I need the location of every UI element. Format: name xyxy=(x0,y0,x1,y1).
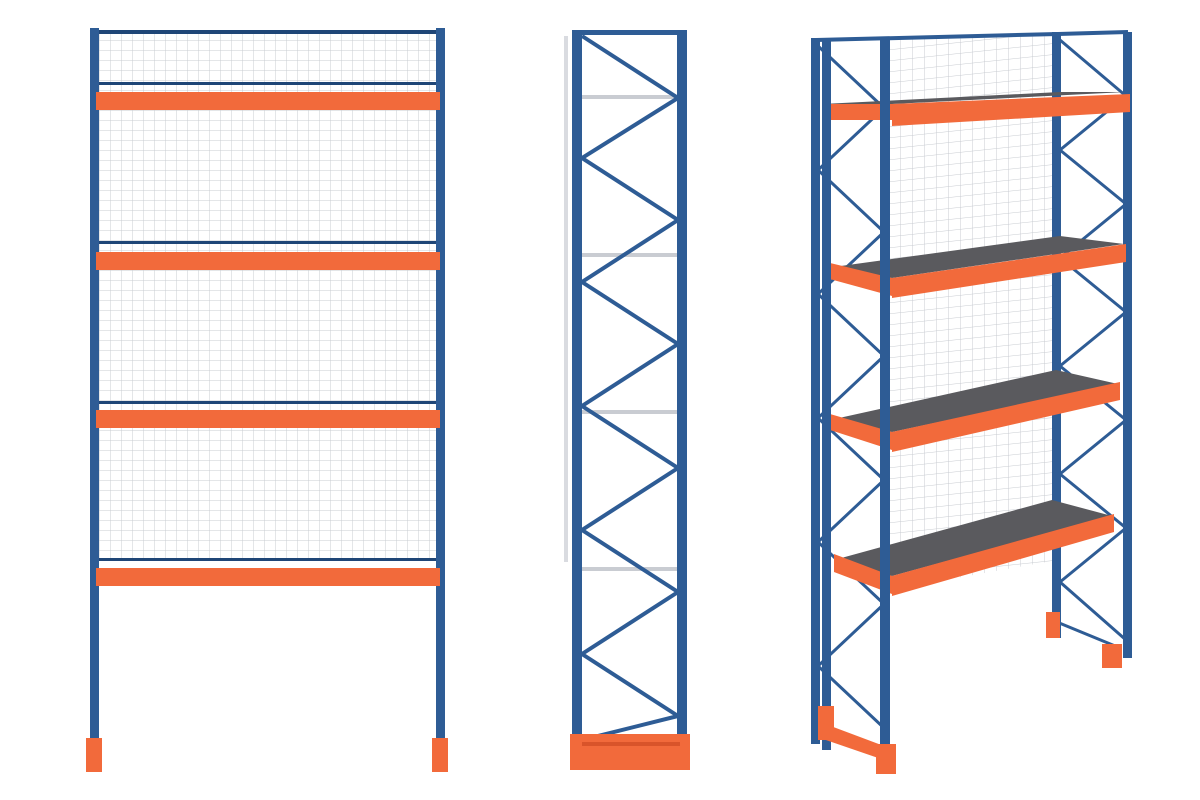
side-bar xyxy=(582,567,680,571)
side-bar xyxy=(582,253,680,257)
perspective-top-rail xyxy=(815,32,1059,42)
perspective-upright-front-right xyxy=(880,38,890,768)
perspective-mesh-back xyxy=(888,36,1058,590)
front-rail xyxy=(96,558,440,561)
perspective-foot-base xyxy=(820,722,884,760)
perspective-foot-rear-far xyxy=(1102,644,1122,668)
perspective-upright-front-left xyxy=(822,40,831,750)
side-bracing xyxy=(578,34,683,742)
side-foot-line xyxy=(582,742,680,746)
front-foot-right xyxy=(432,738,448,772)
perspective-bracing-right xyxy=(1057,38,1129,642)
side-view-frame xyxy=(564,30,690,770)
perspective-deck xyxy=(834,500,1112,576)
perspective-deck xyxy=(826,236,1124,278)
front-beam xyxy=(96,252,440,270)
front-foot-left xyxy=(86,738,102,772)
side-upright-right xyxy=(677,30,687,770)
side-bar xyxy=(582,410,680,414)
front-rail xyxy=(96,82,440,85)
perspective-beam-front xyxy=(830,414,892,450)
front-mesh-panel xyxy=(98,34,438,560)
side-top-connector xyxy=(574,30,686,35)
front-beam xyxy=(96,410,440,428)
perspective-deck xyxy=(830,370,1118,432)
perspective-rack xyxy=(811,30,1132,774)
perspective-upright-rear-far xyxy=(1123,32,1132,658)
perspective-beam-front xyxy=(892,94,1130,126)
side-foot-plate xyxy=(570,734,690,770)
front-rail xyxy=(96,401,440,404)
perspective-upright-rear-left xyxy=(811,38,820,744)
perspective-top-rail xyxy=(1057,30,1129,36)
side-upright-left xyxy=(572,30,582,770)
front-rail xyxy=(96,241,440,244)
perspective-beam-front xyxy=(892,244,1126,298)
front-upright-left xyxy=(90,28,99,746)
perspective-deck xyxy=(822,92,1126,104)
perspective-beam-front xyxy=(834,554,892,594)
front-top-rail xyxy=(96,30,440,34)
front-beam xyxy=(96,568,440,586)
perspective-base-brace xyxy=(1051,618,1121,650)
front-view-rack xyxy=(86,28,448,772)
side-mesh-edge xyxy=(564,36,568,562)
perspective-beam-front xyxy=(892,382,1120,452)
perspective-upright-rear-right xyxy=(1052,32,1061,638)
front-upright-right xyxy=(436,28,445,746)
perspective-foot-rear xyxy=(1046,612,1060,638)
perspective-beam-front xyxy=(822,104,892,120)
perspective-beam-front xyxy=(892,514,1114,596)
perspective-beam-front xyxy=(826,262,892,296)
side-bar xyxy=(582,95,680,99)
front-beam xyxy=(96,92,440,110)
